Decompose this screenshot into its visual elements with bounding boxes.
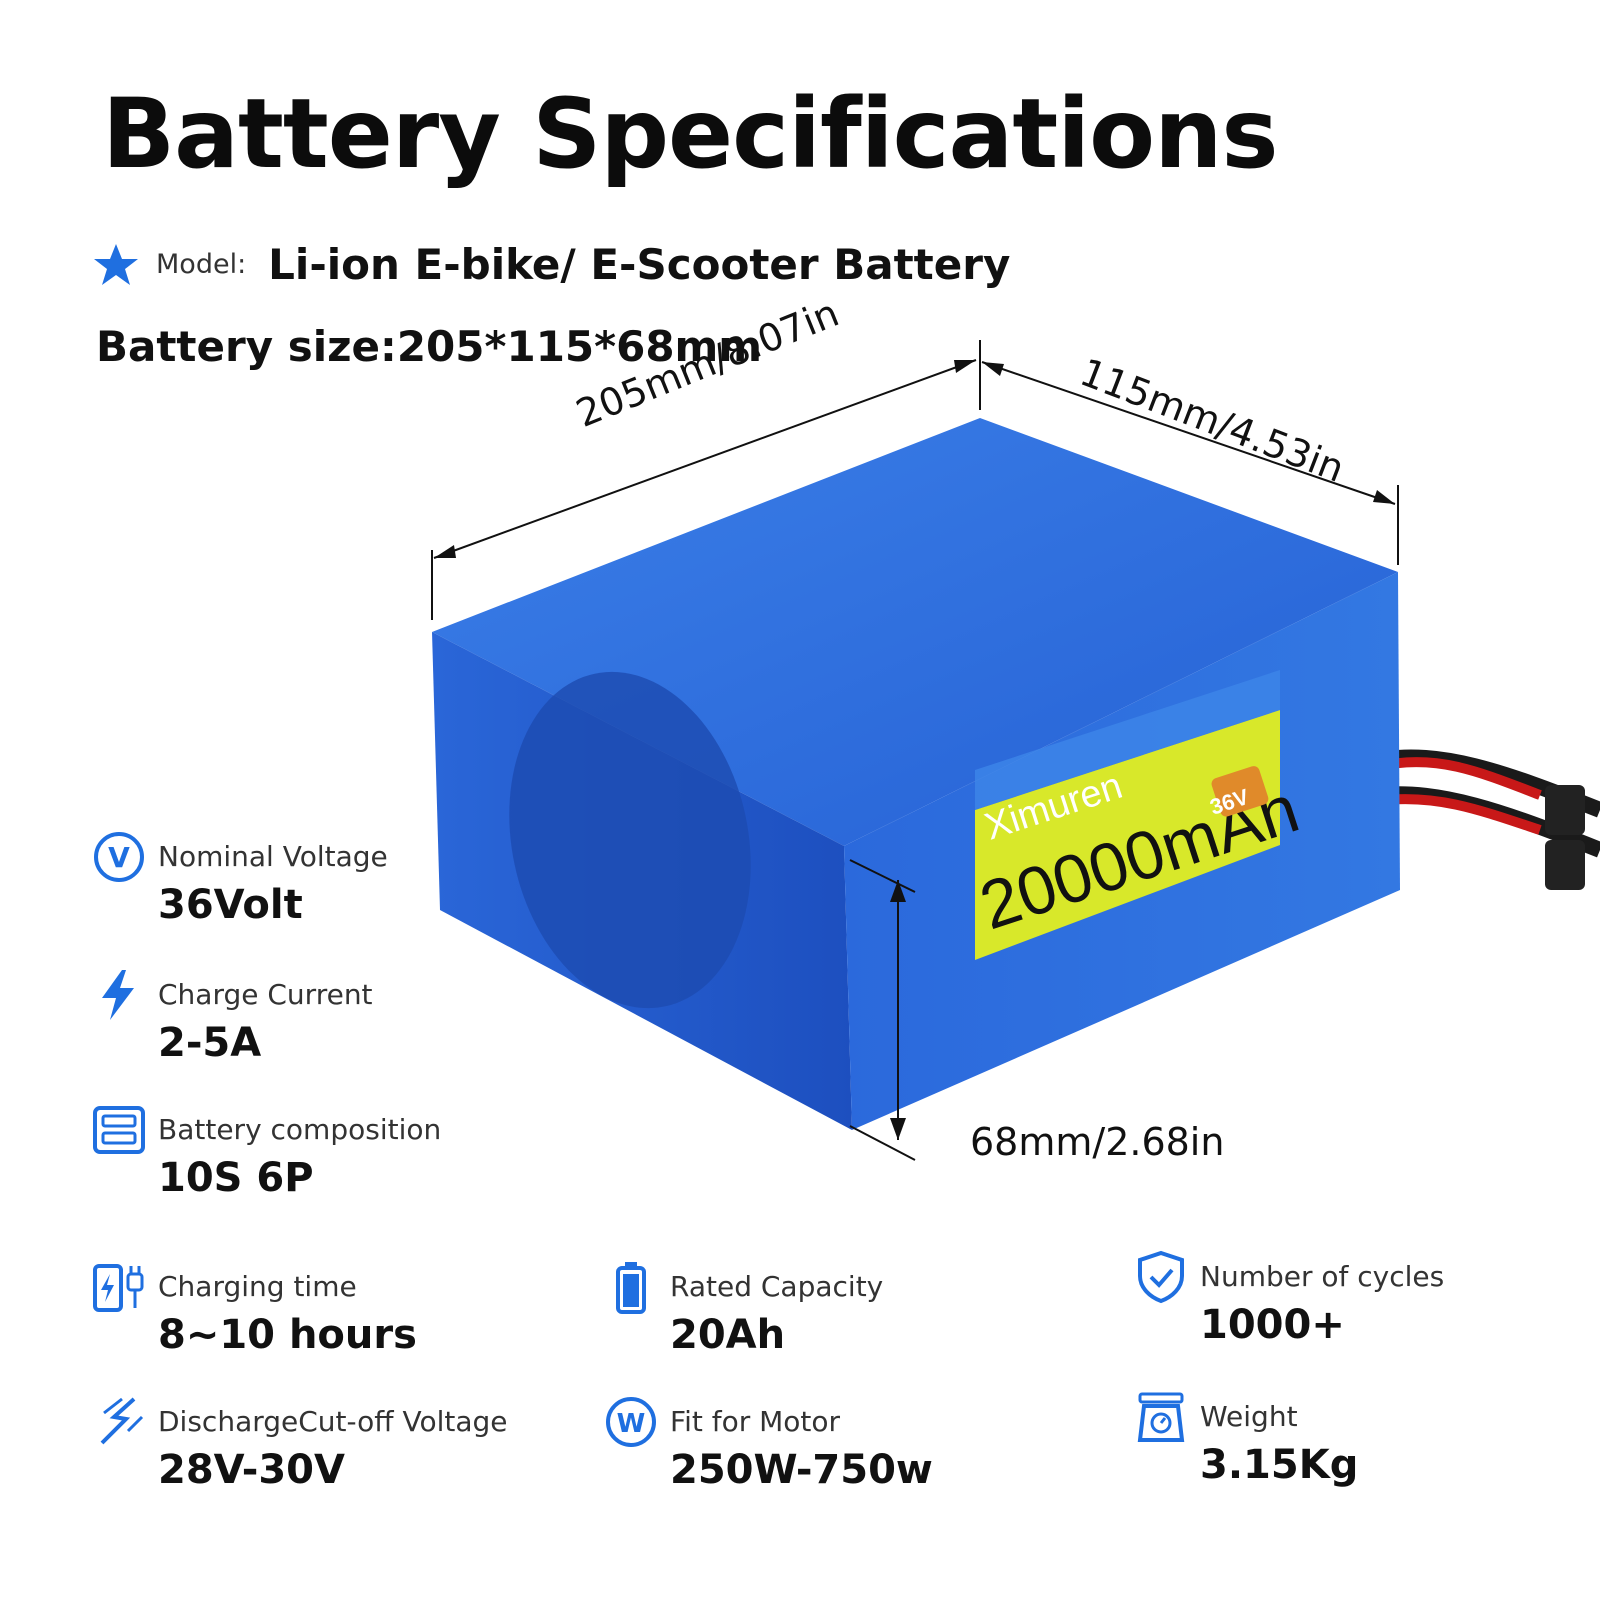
spec-value: 36Volt (158, 882, 303, 928)
battery-size: Battery size:205*115*68mm (96, 322, 763, 371)
spec-label: DischargeCut-off Voltage (158, 1405, 508, 1438)
page-title: Battery Specifications (102, 78, 1279, 190)
svg-text:W: W (617, 1409, 646, 1439)
spec-label: Nominal Voltage (158, 840, 388, 873)
spec-label: Weight (1200, 1400, 1298, 1433)
spec-value: 28V-30V (158, 1447, 345, 1493)
model-value: Li-ion E-bike/ E-Scooter Battery (268, 240, 1011, 289)
spec-value: 10S 6P (158, 1155, 314, 1201)
spec-label: Rated Capacity (670, 1270, 884, 1303)
spec-label: Battery composition (158, 1113, 442, 1146)
battery-illustration: Ximuren 20000mAh 36V (431, 340, 1600, 1161)
spec-label: Charge Current (158, 978, 373, 1011)
charger-icon (93, 1264, 144, 1312)
spec-value: 250W-750w (670, 1447, 933, 1493)
dimension-lines (431, 340, 1399, 1161)
product-label: Ximuren 20000mAh 36V (971, 670, 1307, 960)
spec-value: 2-5A (158, 1020, 262, 1066)
discharge-icon (100, 1397, 144, 1445)
scale-icon (1137, 1392, 1185, 1442)
watt-icon: W (606, 1397, 656, 1447)
shrink-wrap-oval (509, 671, 751, 1009)
svg-text:V: V (108, 841, 130, 874)
star-icon (94, 243, 138, 285)
spec-value: 1000+ (1200, 1302, 1345, 1348)
wires (1378, 749, 1600, 890)
spec-value: 20Ah (670, 1312, 786, 1358)
spec-value: 8~10 hours (158, 1312, 417, 1358)
battery-icon (616, 1262, 646, 1314)
model-label: Model: (156, 249, 247, 280)
spec-label: Charging time (158, 1270, 357, 1303)
spec-label: Fit for Motor (670, 1405, 841, 1438)
lightning-icon (102, 970, 134, 1020)
spec-value: 3.15Kg (1200, 1442, 1359, 1488)
voltage-icon: V (94, 832, 144, 882)
shield-check-icon (1138, 1250, 1184, 1304)
model-row: Model: Li-ion E-bike/ E-Scooter Battery (92, 240, 1010, 289)
battery-pack-icon (93, 1106, 145, 1154)
height-dimension: 68mm/2.68in (970, 1120, 1225, 1164)
spec-label: Number of cycles (1200, 1260, 1445, 1293)
